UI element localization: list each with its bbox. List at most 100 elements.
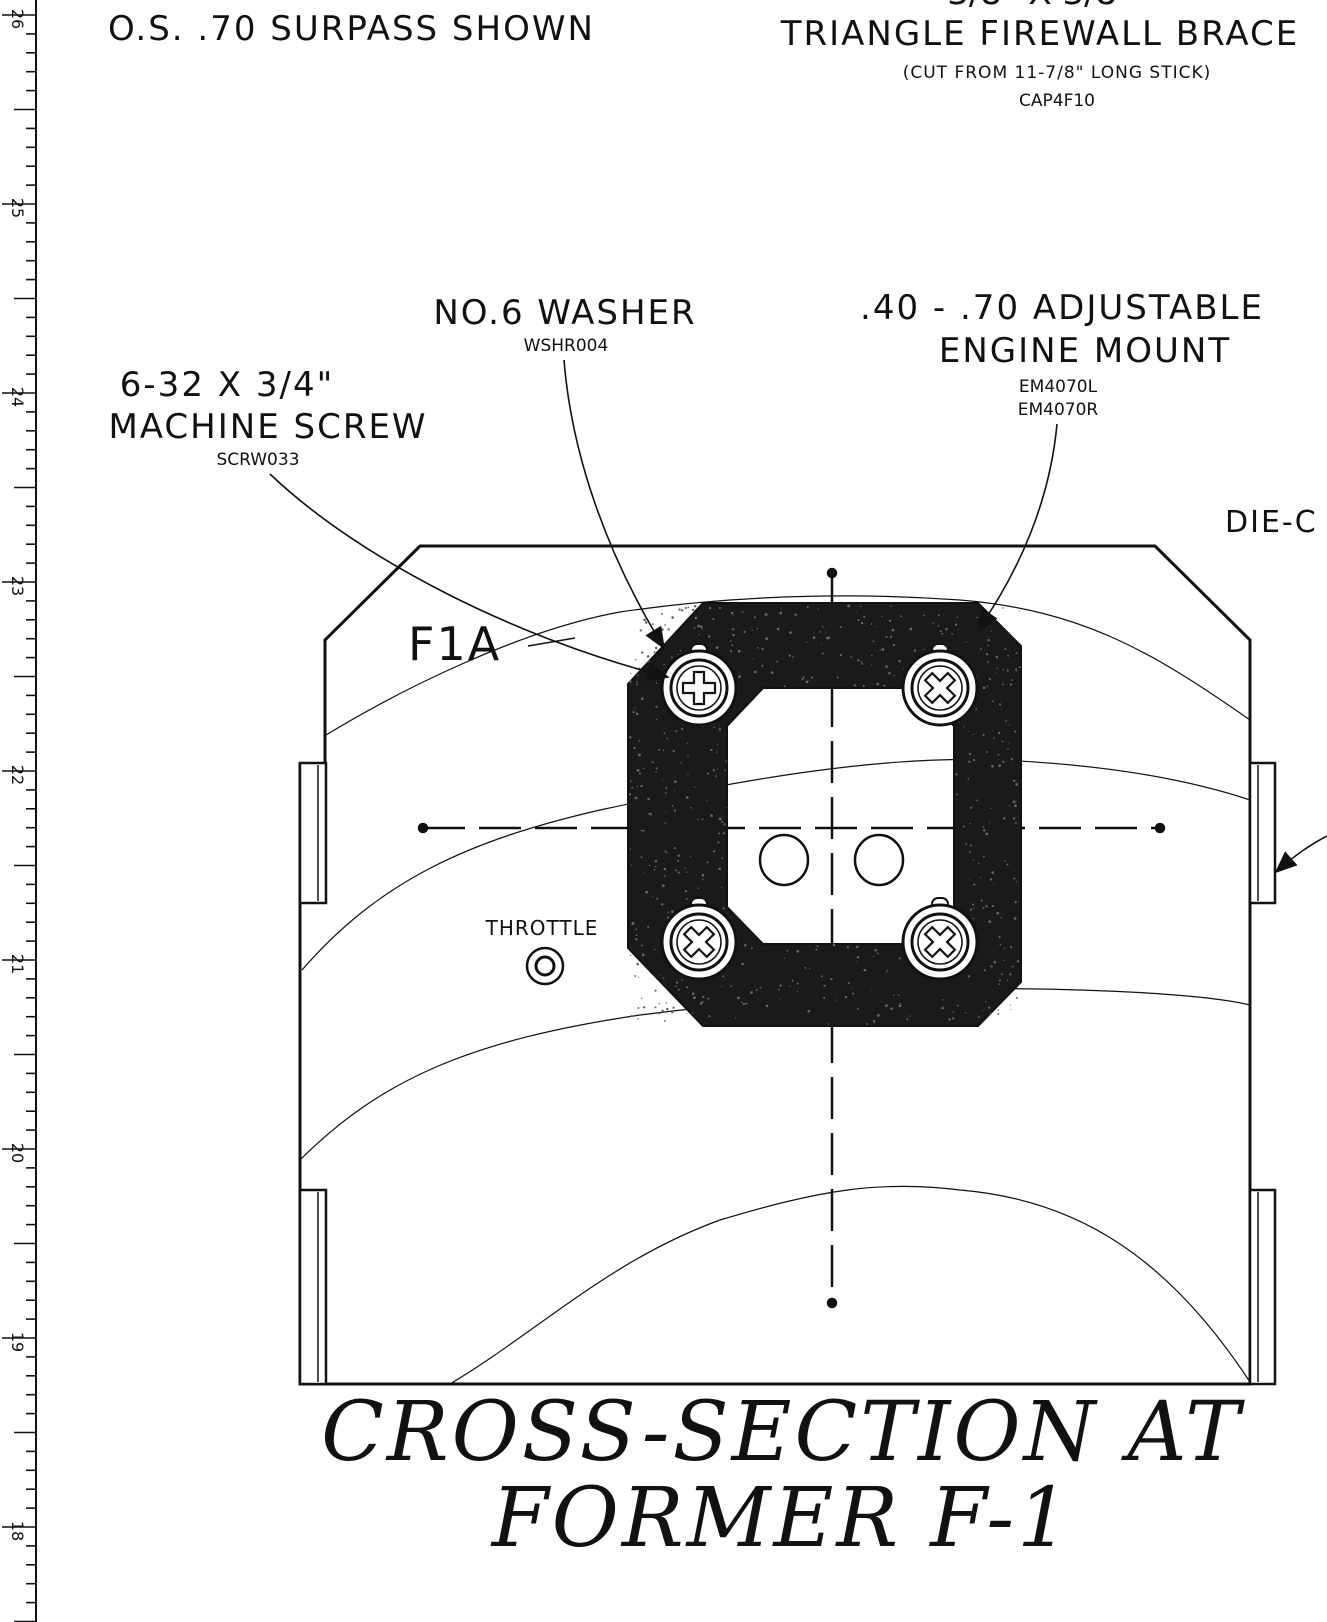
mount-speckle-dot	[982, 825, 985, 828]
mount-speckle-dot	[675, 981, 679, 984]
mount-speckle-dot	[662, 749, 665, 752]
mount-speckle-dot	[998, 936, 1001, 939]
mount-speckle-dot	[870, 623, 873, 625]
ruler-number: 25	[8, 198, 27, 218]
mount-speckle-dot	[680, 762, 682, 764]
mount-speckle-dot	[652, 895, 654, 897]
mount-speckle-dot	[663, 732, 666, 735]
mount-speckle-dot	[808, 967, 811, 970]
mount-speckle-dot	[780, 607, 783, 609]
mount-speckle-dot	[677, 653, 679, 656]
mount-speckle-dot	[844, 995, 848, 999]
mount-speckle-dot	[707, 772, 710, 775]
mount-speckle-dot	[717, 841, 720, 844]
mount-speckle-dot	[687, 755, 689, 758]
mount-speckle-dot	[764, 613, 768, 616]
screw-top-right	[901, 643, 979, 727]
mount-speckle-dot	[725, 760, 727, 762]
mount-speckle-dot	[999, 943, 1002, 946]
diecut-leader	[1274, 835, 1327, 874]
mount-speckle-dot	[653, 948, 656, 951]
mount-speckle-dot	[644, 621, 648, 624]
mount-speckle-dot	[640, 697, 644, 701]
mount-speckle-dot	[635, 938, 638, 941]
mount-speckle-dot	[664, 822, 666, 824]
mount-speckle-dot	[759, 986, 762, 989]
mount-speckle-dot	[956, 616, 959, 619]
mount-speckle-dot	[642, 829, 645, 832]
mount-speckle-dot	[690, 855, 692, 857]
mount-speckle-dot	[816, 945, 819, 948]
mount-speckle-dot	[665, 1002, 668, 1004]
mount-speckle-dot	[722, 832, 725, 835]
mount-speckle-dot	[1002, 668, 1004, 671]
mount-speckle-dot	[640, 651, 644, 654]
mount-speckle-dot	[654, 1006, 657, 1009]
mount-speckle-dot	[899, 1002, 902, 1005]
mount-speckle-dot	[1014, 730, 1017, 733]
mount-speckle-dot	[980, 648, 982, 650]
mount-speckle-dot	[847, 604, 850, 608]
firewall-holes	[758, 833, 905, 887]
mount-speckle-dot	[721, 985, 723, 987]
mount-speckle-dot	[716, 751, 718, 753]
mount-speckle-dot	[988, 1006, 991, 1009]
mount-speckle-dot	[718, 728, 722, 731]
mount-speckle-dot	[661, 1009, 664, 1012]
mount-speckle-dot	[954, 623, 958, 626]
mount-speckle-dot	[677, 854, 680, 858]
mount-speckle-dot	[662, 884, 665, 888]
mount-speckle-dot	[636, 683, 638, 686]
mount-speckle-dot	[639, 629, 642, 632]
mount-speckle-dot	[857, 659, 860, 662]
mount-speckle-dot	[691, 992, 695, 996]
mount-speckle-dot	[1011, 606, 1013, 608]
mount-speckle-dot	[1008, 724, 1010, 726]
screw-head-rim	[676, 919, 722, 965]
mount-speckle-dot	[671, 910, 674, 913]
mount-speckle-dot	[662, 977, 665, 979]
mount-speckle-dot	[643, 872, 645, 874]
mount-speckle-dot	[687, 773, 689, 776]
mount-speckle-dot	[980, 877, 982, 879]
mount-screws	[660, 643, 979, 981]
mount-speckle-dot	[985, 905, 988, 908]
mount-speckle-dot	[986, 685, 988, 688]
mount-speckle-dot	[957, 629, 959, 631]
mount-speckle-dot	[972, 733, 974, 735]
screw-bottom-right	[901, 897, 979, 981]
mount-leader	[976, 423, 1058, 632]
mount-speckle-dot	[677, 871, 680, 874]
mount-speckle-dot	[821, 626, 824, 628]
mount-speckle-dot	[998, 703, 1002, 706]
screw-part-number: SCRW033	[216, 450, 299, 470]
mount-speckle-dot	[636, 680, 638, 683]
mount-speckle-dot	[677, 988, 680, 991]
mount-speckle-dot	[721, 821, 724, 824]
mount-speckle-dot	[721, 886, 723, 888]
screw-title-line2: MACHINE SCREW	[108, 407, 427, 447]
mount-speckle-dot	[898, 659, 901, 663]
mount-speckle-dot	[654, 646, 658, 650]
mount-speckle-dot	[732, 628, 735, 631]
mount-speckle-dot	[779, 984, 782, 987]
mount-speckle-dot	[881, 648, 885, 651]
mount-speckle-dot	[699, 605, 701, 607]
mount-speckle-dot	[1007, 748, 1009, 750]
mount-speckle-dot	[732, 633, 735, 637]
mount-speckle-dot	[675, 729, 678, 732]
mount-speckle-dot	[879, 649, 881, 651]
mount-speckle-dot	[952, 1010, 955, 1013]
mount-speckle-dot	[671, 804, 674, 807]
mount-speckle-dot	[631, 786, 634, 789]
mount-speckle-dot	[830, 977, 833, 981]
mount-speckle-dot	[850, 656, 853, 658]
mount-part-number-left: EM4070L	[1019, 377, 1098, 397]
screw-bottom-left	[660, 897, 738, 981]
mount-speckle-dot	[1012, 817, 1016, 820]
throttle-hole	[525, 946, 565, 986]
mount-speckle-dot	[989, 878, 993, 881]
mount-speckle-dot	[976, 799, 978, 802]
mount-speckle-dot	[820, 975, 823, 978]
